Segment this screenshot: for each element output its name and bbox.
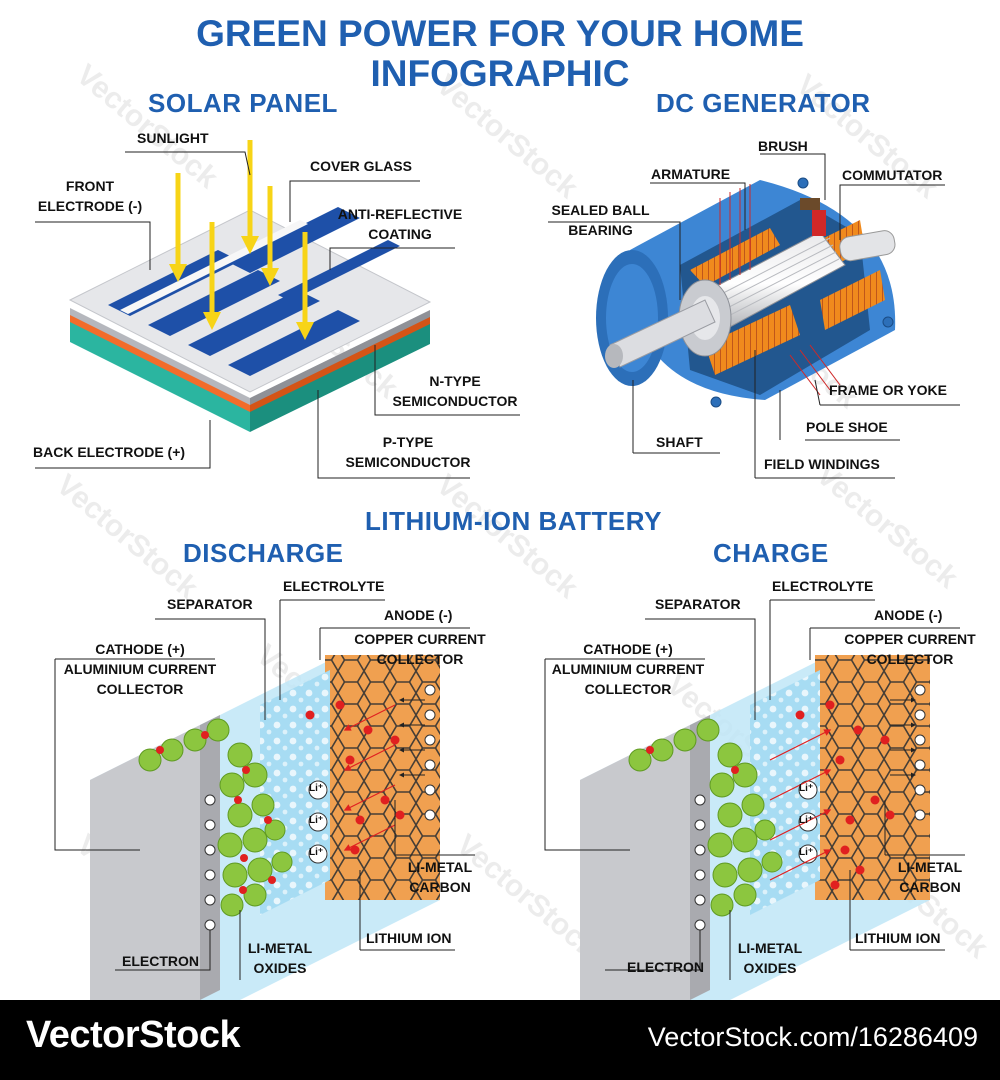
vectorstock-logo: VectorStock xyxy=(26,1014,241,1056)
charge-li-metal-oxides-label: LI-METAL OXIDES xyxy=(730,938,810,978)
image-url-text: VectorStock.com/16286409 xyxy=(647,1022,978,1052)
discharge-li-metal-carbon-line-2: CARBON xyxy=(409,879,471,895)
front-electrode-label: FRONT ELECTRODE (-) xyxy=(30,176,150,216)
title-line-2: INFOGRAPHIC xyxy=(370,53,630,94)
n-type-line-1: N-TYPE xyxy=(429,373,481,389)
lithium-ion-symbol: Li⁺ xyxy=(309,847,324,858)
charge-copper-collector-label: COPPER CURRENT COLLECTOR xyxy=(840,629,980,669)
discharge-cathode-line: CATHODE (+) xyxy=(95,641,185,657)
discharge-li-metal-oxides-line-2: OXIDES xyxy=(253,960,307,976)
footer-bar: VectorStock VectorStock.com/16286409 xyxy=(0,1000,1000,1080)
charge-li-metal-carbon-label: LI-METAL CARBON xyxy=(890,857,970,897)
shaft-label: SHAFT xyxy=(656,434,703,450)
discharge-li-metal-oxides-line-1: LI-METAL xyxy=(247,940,313,956)
sealed-ball-bearing-label: SEALED BALL BEARING xyxy=(543,200,658,240)
anti-reflective-label: ANTI-REFLECTIVE COATING xyxy=(325,204,475,244)
charge-copper-line-1: COPPER CURRENT xyxy=(844,631,976,647)
charge-electrolyte-label: ELECTROLYTE xyxy=(772,578,874,594)
battery-heading: LITHIUM-ION BATTERY xyxy=(365,506,662,536)
lithium-ion-symbol: Li⁺ xyxy=(309,815,324,826)
lithium-ion-symbol: Li⁺ xyxy=(799,847,814,858)
sealed-ball-line-2: BEARING xyxy=(568,222,633,238)
dc-generator-heading: DC GENERATOR xyxy=(656,88,871,118)
solar-panel-heading: SOLAR PANEL xyxy=(148,88,338,118)
discharge-cathode-label: CATHODE (+) ALUMINIUM CURRENT COLLECTOR xyxy=(60,639,220,699)
p-type-line-1: P-TYPE xyxy=(382,434,434,450)
p-type-line-2: SEMICONDUCTOR xyxy=(345,454,471,470)
page-title: GREEN POWER FOR YOUR HOME INFOGRAPHIC xyxy=(0,14,1000,94)
anti-reflective-line-2: COATING xyxy=(368,226,432,242)
pole-shoe-label: POLE SHOE xyxy=(806,419,888,435)
discharge-anode-label: ANODE (-) xyxy=(384,607,453,623)
discharge-electron-label: ELECTRON xyxy=(122,953,199,969)
charge-li-metal-oxides-line-1: LI-METAL xyxy=(737,940,803,956)
n-type-line-2: SEMICONDUCTOR xyxy=(392,393,518,409)
title-line-1: GREEN POWER FOR YOUR HOME xyxy=(196,13,804,54)
charge-li-metal-carbon-line-1: LI-METAL xyxy=(897,859,963,875)
charge-aluminium-line-1: ALUMINIUM CURRENT xyxy=(551,661,705,677)
discharge-li-metal-carbon-line-1: LI-METAL xyxy=(407,859,473,875)
discharge-copper-collector-label: COPPER CURRENT COLLECTOR xyxy=(350,629,490,669)
charge-cathode-line: CATHODE (+) xyxy=(583,641,673,657)
discharge-li-metal-oxides-label: LI-METAL OXIDES xyxy=(240,938,320,978)
cover-glass-label: COVER GLASS xyxy=(310,158,412,174)
field-windings-label: FIELD WINDINGS xyxy=(764,456,880,472)
brush-label: BRUSH xyxy=(758,138,808,154)
frame-label: FRAME OR YOKE xyxy=(829,382,947,398)
charge-separator-label: SEPARATOR xyxy=(655,596,741,612)
armature-label: ARMATURE xyxy=(651,166,731,182)
discharge-separator-label: SEPARATOR xyxy=(167,596,253,612)
dc-generator-illustration xyxy=(548,153,960,479)
anti-reflective-line-1: ANTI-REFLECTIVE xyxy=(337,206,463,222)
discharge-aluminium-line-2: COLLECTOR xyxy=(96,681,184,697)
discharge-copper-line-2: COLLECTOR xyxy=(376,651,464,667)
charge-heading: CHARGE xyxy=(713,538,829,568)
sunlight-label: SUNLIGHT xyxy=(137,130,209,146)
front-electrode-line-2: ELECTRODE (-) xyxy=(37,198,143,214)
commutator-label: COMMUTATOR xyxy=(842,167,943,183)
lithium-ion-symbol: Li⁺ xyxy=(799,815,814,826)
charge-anode-label: ANODE (-) xyxy=(874,607,943,623)
charge-li-metal-oxides-line-2: OXIDES xyxy=(743,960,797,976)
discharge-heading: DISCHARGE xyxy=(183,538,344,568)
front-electrode-line-1: FRONT xyxy=(65,178,115,194)
discharge-aluminium-line-1: ALUMINIUM CURRENT xyxy=(63,661,217,677)
discharge-electrolyte-label: ELECTROLYTE xyxy=(283,578,385,594)
sealed-ball-line-1: SEALED BALL xyxy=(551,202,650,218)
charge-aluminium-line-2: COLLECTOR xyxy=(584,681,672,697)
charge-li-metal-carbon-line-2: CARBON xyxy=(899,879,961,895)
solar-panel-illustration xyxy=(35,140,520,479)
discharge-li-metal-carbon-label: LI-METAL CARBON xyxy=(400,857,480,897)
discharge-copper-line-1: COPPER CURRENT xyxy=(354,631,486,647)
discharge-battery-illustration xyxy=(54,599,475,1020)
lithium-ion-symbol: Li⁺ xyxy=(799,783,814,794)
charge-battery-illustration xyxy=(544,599,965,1020)
charge-electron-label: ELECTRON xyxy=(627,959,704,975)
charge-copper-line-2: COLLECTOR xyxy=(866,651,954,667)
lithium-ion-symbol: Li⁺ xyxy=(309,783,324,794)
charge-lithium-ion-label: LITHIUM ION xyxy=(855,930,941,946)
charge-cathode-label: CATHODE (+) ALUMINIUM CURRENT COLLECTOR xyxy=(548,639,708,699)
discharge-lithium-ion-label: LITHIUM ION xyxy=(366,930,452,946)
back-electrode-label: BACK ELECTRODE (+) xyxy=(33,444,186,460)
n-type-label: N-TYPE SEMICONDUCTOR xyxy=(385,371,525,411)
p-type-label: P-TYPE SEMICONDUCTOR xyxy=(338,432,478,472)
